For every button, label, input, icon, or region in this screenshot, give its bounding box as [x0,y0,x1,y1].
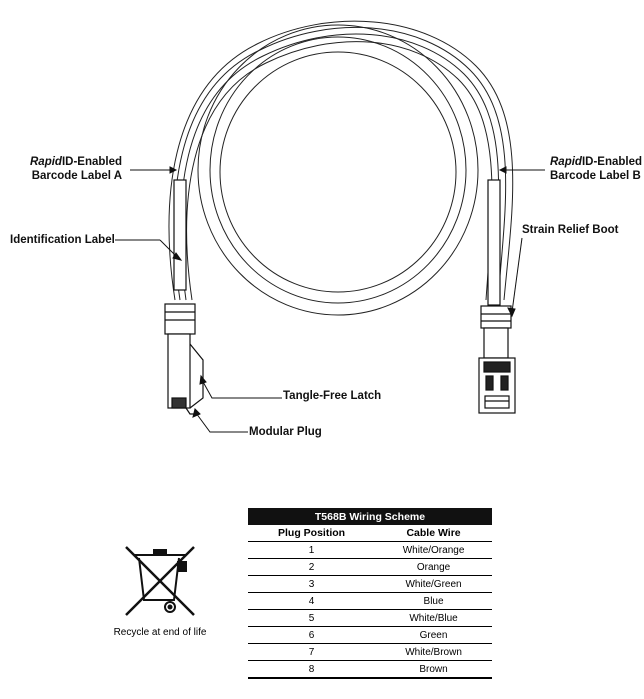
cable-wire-cell: Green [375,626,492,644]
callout-strain-relief-boot: Strain Relief Boot [522,224,619,236]
plug-position-cell: 6 [248,626,376,644]
callout-rapid-b: Rapid [550,156,582,168]
cable-wire-cell: Orange [375,558,492,576]
recycle-block: Recycle at end of life [100,545,220,638]
plug-position-cell: 8 [248,660,376,679]
callout-modular-plug: Modular Plug [249,426,322,438]
recycle-caption: Recycle at end of life [113,627,207,638]
cable-diagram [115,20,545,433]
plug-position-cell: 2 [248,558,376,576]
leader-lines [115,166,545,433]
callout-id-enabled-b: ID-Enabled [581,156,643,168]
plug-position-cell: 5 [248,609,376,627]
callout-rapid-a: Rapid [30,156,62,168]
callout-tangle-free-latch: Tangle-Free Latch [283,390,382,402]
cable-wire-cell: White/Green [375,575,492,593]
header-plug-position: Plug Position [248,525,376,542]
callout-barcode-label-b: RapidID-Enabled Barcode Label B [550,155,642,183]
cable-wire-cell: White/Orange [375,541,492,559]
callout-barcode-a-line2: Barcode Label A [31,170,123,182]
cable-wire-cell: White/Blue [375,609,492,627]
cable-loop [168,20,514,316]
plug-position-cell: 7 [248,643,376,661]
wiring-table-title: T568B Wiring Scheme [248,508,492,525]
crossed-out-wheelie-bin-icon [125,546,195,616]
header-cable-wire: Cable Wire [375,525,492,542]
plug-position-cell: 4 [248,592,376,610]
cable-wire-cell: White/Brown [375,643,492,661]
callout-identification-label: Identification Label [10,234,115,246]
cable-wire-cell: Blue [375,592,492,610]
right-connector [478,179,516,414]
left-connector [164,179,204,415]
cable-wire-cell: Brown [375,660,492,679]
wiring-scheme-table: T568B Wiring Scheme Plug Position Cable … [248,508,492,679]
plug-position-cell: 1 [248,541,376,559]
callout-id-enabled-a: ID-Enabled [61,156,123,168]
callout-barcode-label-a: RapidID-Enabled Barcode Label A [30,155,122,183]
callout-barcode-b-line2: Barcode Label B [550,170,641,182]
plug-position-cell: 3 [248,575,376,593]
